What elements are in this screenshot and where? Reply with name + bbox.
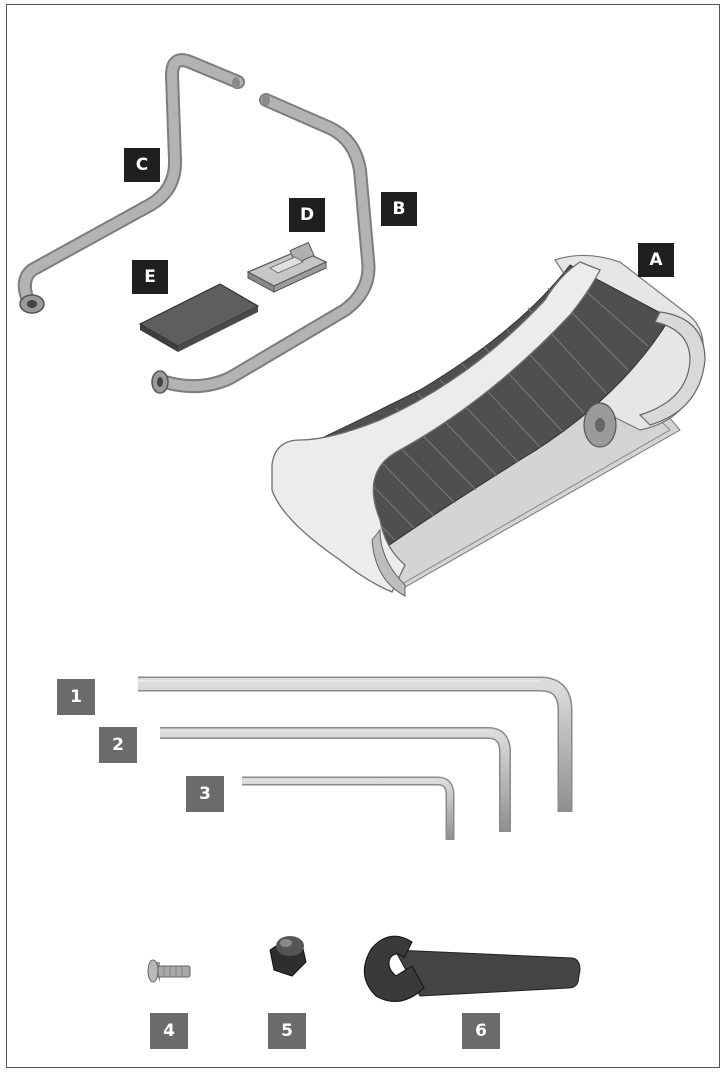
hex-key-2 (160, 727, 511, 832)
cap-nut-5 (269, 936, 307, 977)
bracket-d (246, 241, 328, 293)
handrail-b (151, 93, 376, 394)
label-part-a: A (638, 243, 674, 277)
curved-treadmill-a (271, 254, 706, 597)
hex-key-3 (242, 776, 455, 840)
label-tool-6: 6 (462, 1013, 500, 1049)
hex-key-1 (138, 676, 573, 812)
label-tool-5: 5 (268, 1013, 306, 1049)
label-part-b: B (381, 192, 417, 226)
screw-4 (147, 959, 191, 983)
label-tool-4: 4 (150, 1013, 188, 1049)
wrench-6 (363, 935, 581, 1003)
handrail-c (17, 53, 245, 314)
panel-e (138, 283, 260, 352)
label-tool-3: 3 (186, 776, 224, 812)
label-part-e: E (132, 260, 168, 294)
label-part-d: D (289, 198, 325, 232)
label-tool-1: 1 (57, 679, 95, 715)
label-tool-2: 2 (99, 727, 137, 763)
page-border (6, 4, 720, 1068)
label-part-c: C (124, 148, 160, 182)
